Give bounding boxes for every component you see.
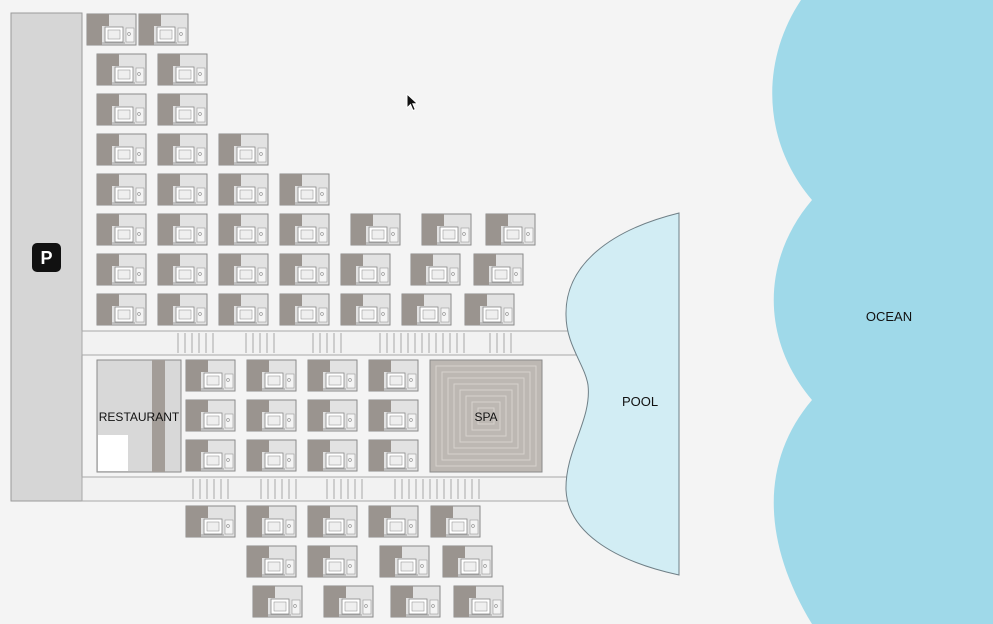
spa-ring: [471, 401, 501, 431]
parking-label: P: [40, 248, 52, 268]
villa[interactable]: [218, 173, 269, 206]
villa[interactable]: [485, 213, 536, 246]
villa[interactable]: [307, 545, 358, 578]
walkway-markings: [177, 333, 512, 499]
villa[interactable]: [430, 505, 481, 538]
villa[interactable]: [410, 253, 461, 286]
restaurant-label: RESTAURANT: [99, 410, 180, 424]
villa[interactable]: [379, 545, 430, 578]
spa-building[interactable]: [429, 359, 543, 473]
villa[interactable]: [185, 359, 236, 392]
villa[interactable]: [218, 133, 269, 166]
spa-ring: [435, 365, 537, 467]
villa[interactable]: [96, 253, 147, 286]
villa[interactable]: [390, 585, 441, 618]
villa[interactable]: [368, 359, 419, 392]
villa[interactable]: [442, 545, 493, 578]
villa[interactable]: [252, 585, 303, 618]
villa[interactable]: [96, 293, 147, 326]
spa-ring: [459, 389, 513, 443]
villa[interactable]: [279, 213, 330, 246]
villa[interactable]: [246, 545, 297, 578]
villa[interactable]: [401, 293, 452, 326]
spa-label: SPA: [474, 410, 497, 424]
villa[interactable]: [157, 253, 208, 286]
villa[interactable]: [96, 93, 147, 126]
villa[interactable]: [307, 505, 358, 538]
villa[interactable]: [368, 505, 419, 538]
villa[interactable]: [185, 399, 236, 432]
villa[interactable]: [96, 213, 147, 246]
villa[interactable]: [279, 173, 330, 206]
villa[interactable]: [96, 173, 147, 206]
villa-group: [86, 13, 536, 618]
villa[interactable]: [279, 293, 330, 326]
villa[interactable]: [86, 13, 137, 46]
walkway-lower: [81, 476, 583, 502]
spa-ring: [447, 377, 525, 455]
villa[interactable]: [307, 439, 358, 472]
pool-area[interactable]: [565, 212, 680, 576]
villa[interactable]: [96, 53, 147, 86]
villa[interactable]: [307, 359, 358, 392]
villa[interactable]: [307, 399, 358, 432]
villa[interactable]: [246, 359, 297, 392]
villa[interactable]: [185, 505, 236, 538]
villa[interactable]: [246, 399, 297, 432]
villa[interactable]: [323, 585, 374, 618]
spa-ring: [483, 413, 489, 419]
villa[interactable]: [421, 213, 472, 246]
parking-icon[interactable]: P: [32, 243, 61, 272]
villa[interactable]: [157, 213, 208, 246]
spa-ring: [453, 383, 519, 449]
villa[interactable]: [246, 505, 297, 538]
villa[interactable]: [279, 253, 330, 286]
villa[interactable]: [218, 253, 269, 286]
walkway-upper: [81, 330, 583, 356]
villa[interactable]: [340, 293, 391, 326]
villa[interactable]: [368, 399, 419, 432]
villa[interactable]: [350, 213, 401, 246]
villa[interactable]: [157, 93, 208, 126]
villa[interactable]: [138, 13, 189, 46]
villa[interactable]: [218, 293, 269, 326]
villa[interactable]: [157, 133, 208, 166]
mouse-pointer-icon: [406, 93, 419, 112]
villa[interactable]: [368, 439, 419, 472]
spa-ring: [441, 371, 531, 461]
villa[interactable]: [157, 53, 208, 86]
villa[interactable]: [96, 133, 147, 166]
restaurant-building[interactable]: RESTAURANT: [96, 359, 182, 473]
villa[interactable]: [340, 253, 391, 286]
spa-ring: [465, 395, 507, 437]
villa[interactable]: [185, 439, 236, 472]
villa[interactable]: [464, 293, 515, 326]
villa[interactable]: [218, 213, 269, 246]
pool-label: POOL: [622, 394, 658, 409]
villa[interactable]: [453, 585, 504, 618]
spa-ring: [477, 407, 495, 425]
ocean-label: OCEAN: [866, 309, 912, 324]
villa[interactable]: [473, 253, 524, 286]
villa[interactable]: [157, 173, 208, 206]
villa[interactable]: [246, 439, 297, 472]
ocean-area[interactable]: [772, 0, 993, 624]
villa[interactable]: [157, 293, 208, 326]
